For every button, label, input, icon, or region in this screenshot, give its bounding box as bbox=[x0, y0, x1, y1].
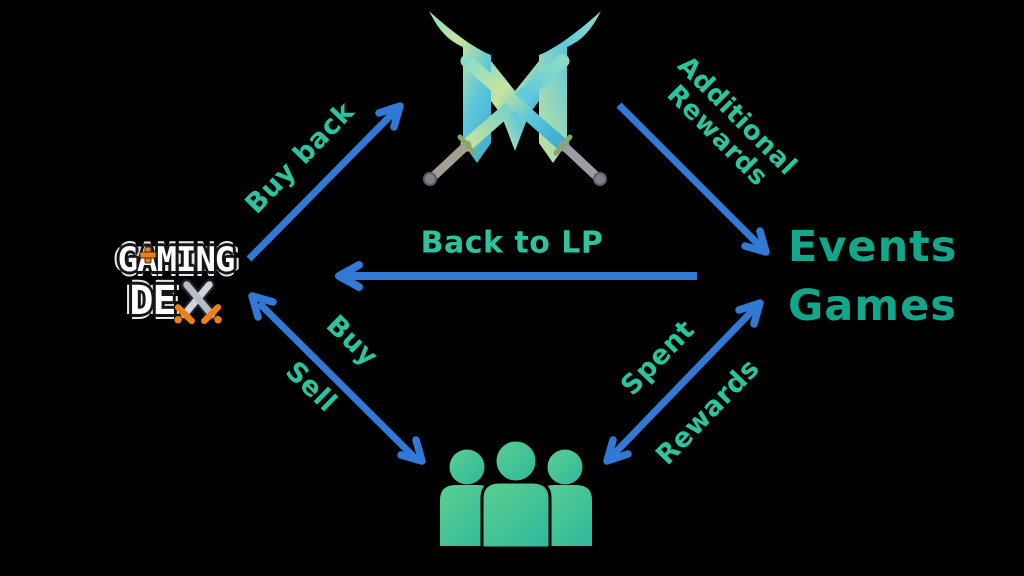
sword-hilts bbox=[423, 134, 607, 186]
arrow-buy-sell bbox=[248, 292, 426, 465]
users-group-icon bbox=[430, 438, 602, 550]
arrow-buy-back bbox=[246, 102, 404, 262]
crossed-swords-icon bbox=[173, 279, 222, 325]
gaming-wordmark: GAMING bbox=[117, 240, 236, 280]
plus-icon bbox=[139, 246, 157, 264]
person-center bbox=[480, 438, 552, 550]
gaming-dex-logo: GAMING DE bbox=[96, 240, 256, 326]
de-text: DE bbox=[129, 278, 176, 324]
gaming-text: GAMING bbox=[117, 240, 236, 280]
token-logo bbox=[415, 4, 615, 196]
m-crossed-swords-icon bbox=[423, 11, 607, 186]
arrow-back-to-lp bbox=[335, 261, 697, 291]
arrow-spent-rewards bbox=[603, 299, 764, 465]
events-text: Events bbox=[788, 222, 958, 272]
events-games-label: Events Games bbox=[788, 218, 957, 336]
label-back-to-lp: Back to LP bbox=[420, 225, 604, 261]
games-text: Games bbox=[788, 280, 957, 331]
arrow-additional-rewards bbox=[616, 102, 770, 256]
dex-wordmark: DE bbox=[96, 276, 256, 326]
